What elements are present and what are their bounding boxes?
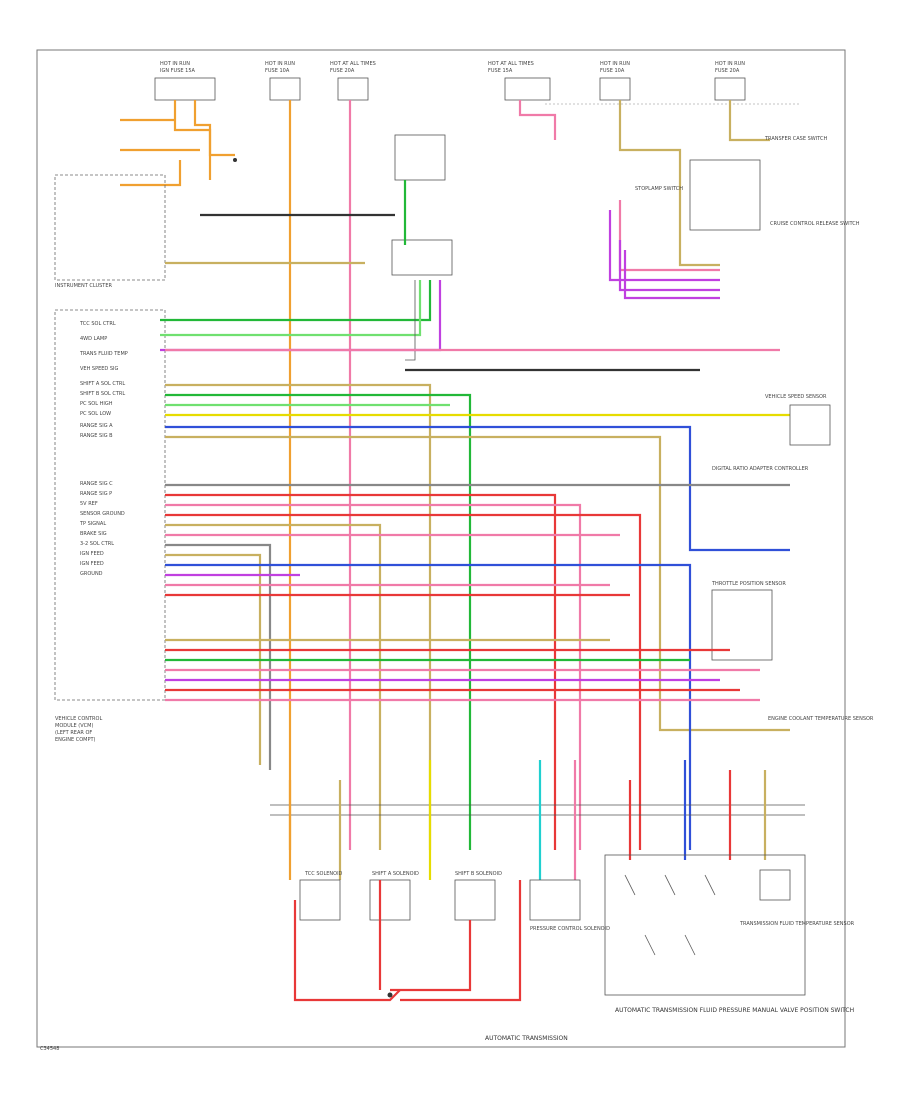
pressure-switch-box [604, 854, 806, 996]
instrument-cluster-box [54, 174, 166, 281]
orange-harness [120, 100, 237, 187]
vcm-pin-label: RANGE SIG P [80, 491, 112, 497]
pressure-control-solenoid-label: PRESSURE CONTROL SOLENOID [530, 926, 610, 932]
stoplamp-label: STOPLAMP SWITCH [635, 186, 683, 192]
footer-code: C34548 [40, 1046, 59, 1052]
fuse-header-4: HOT AT ALL TIMES FUSE 15A [488, 61, 551, 101]
vcm-pin-label: 5V REF [80, 501, 98, 507]
right-top-modules [608, 100, 770, 300]
vcm-pin-label: IGN FEED [80, 551, 104, 557]
vcm-pin-label: RANGE SIG C [80, 481, 113, 487]
vcm-pin-label: VEH SPEED SIG [80, 366, 119, 372]
diagram-border [36, 49, 846, 1048]
bus-upper [165, 383, 790, 850]
svg-text:HOT IN RUN: HOT IN RUN [160, 61, 190, 67]
svg-text:MODULE (VCM): MODULE (VCM) [55, 723, 93, 729]
bus-lower [165, 483, 790, 850]
svg-text:ENGINE COMPT): ENGINE COMPT) [55, 737, 96, 743]
svg-text:(LEFT REAR OF: (LEFT REAR OF [55, 730, 92, 736]
instrument-cluster-label: INSTRUMENT CLUSTER [55, 283, 113, 289]
pressure-switch-label: AUTOMATIC TRANSMISSION FLUID PRESSURE MA… [615, 1007, 854, 1014]
vss-label: VEHICLE SPEED SENSOR [765, 394, 827, 400]
svg-text:HOT IN RUN: HOT IN RUN [715, 61, 745, 67]
svg-text:FUSE 15A: FUSE 15A [488, 68, 513, 74]
svg-text:IGN FUSE 15A: IGN FUSE 15A [160, 68, 195, 74]
pressure-switch-contacts [624, 869, 791, 956]
tcc-solenoid-label: TCC SOLENOID [304, 871, 343, 877]
vcm-pin-label: SHIFT B SOL CTRL [80, 391, 125, 397]
fuse-header-5: HOT IN RUN FUSE 10A [599, 61, 631, 101]
vcm-pin-label: GROUND [80, 571, 103, 577]
svg-text:FUSE 20A: FUSE 20A [715, 68, 740, 74]
vcm-pin-label: IGN FEED [80, 561, 104, 567]
engine-coolant-label: ENGINE COOLANT TEMPERATURE SENSOR [768, 716, 874, 722]
tp-sensor-label: THROTTLE POSITION SENSOR [711, 581, 786, 587]
vcm-pin-label: PC SOL LOW [80, 411, 111, 417]
fuse-header-1: HOT IN RUN IGN FUSE 15A [154, 61, 216, 101]
vcm-label: VEHICLE CONTROL MODULE (VCM) (LEFT REAR … [55, 716, 102, 743]
tp-sensor-box [711, 589, 773, 661]
vcm-pin-label: SENSOR GROUND [80, 511, 125, 517]
fuse-header-3: HOT AT ALL TIMES FUSE 20A [330, 61, 376, 101]
vcm-pin-label: TRANS FLUID TEMP [79, 351, 128, 357]
auto-trans-label: AUTOMATIC TRANSMISSION [485, 1035, 568, 1042]
vcm-pin-label: PC SOL HIGH [80, 401, 113, 407]
vehicle-speed-buffer-label: DIGITAL RATIO ADAPTER CONTROLLER [712, 466, 809, 472]
shift-b-label: SHIFT B SOLENOID [455, 871, 502, 877]
trans-fluid-temp-label: TRANSMISSION FLUID TEMPERATURE SENSOR [739, 921, 855, 927]
vcm-pin-label: 4WD LAMP [80, 336, 107, 342]
vcm-pin-label: RANGE SIG A [80, 423, 113, 429]
vcm-pin-label: 3-2 SOL CTRL [80, 541, 114, 547]
svg-text:FUSE 20A: FUSE 20A [330, 68, 355, 74]
transfer-case-label: TRANSFER CASE SWITCH [764, 136, 827, 142]
vcm-pin-labels: TCC SOL CTRL 4WD LAMP TRANS FLUID TEMP VEH … [79, 321, 128, 577]
vcm-pin-label: RANGE SIG B [80, 433, 113, 439]
cruise-release-label: CRUISE CONTROL RELEASE SWITCH [770, 221, 860, 227]
fuse-header-6: HOT IN RUN FUSE 20A [714, 61, 746, 101]
shift-a-label: SHIFT A SOLENOID [372, 871, 419, 877]
bus-bottom [165, 638, 760, 702]
svg-text:HOT IN RUN: HOT IN RUN [265, 61, 295, 67]
wire-pink-riser-2 [518, 100, 557, 140]
solenoids [293, 879, 581, 1002]
vcm-pin-label: TCC SOL CTRL [79, 321, 116, 327]
svg-text:HOT AT ALL TIMES: HOT AT ALL TIMES [488, 61, 534, 67]
svg-text:HOT AT ALL TIMES: HOT AT ALL TIMES [330, 61, 376, 67]
svg-text:HOT IN RUN: HOT IN RUN [600, 61, 630, 67]
center-module [160, 134, 453, 361]
vcm-pin-label: TP SIGNAL [79, 521, 106, 527]
vcm-pin-label: BRAKE SIG [80, 531, 107, 537]
fuse-header-2: HOT IN RUN FUSE 10A [265, 61, 301, 101]
drops [288, 760, 767, 880]
svg-text:FUSE 10A: FUSE 10A [265, 68, 290, 74]
vss-module [789, 404, 831, 446]
svg-text:VEHICLE CONTROL: VEHICLE CONTROL [55, 716, 102, 722]
svg-text:FUSE 10A: FUSE 10A [600, 68, 625, 74]
vcm-pin-label: SHIFT A SOL CTRL [80, 381, 125, 387]
